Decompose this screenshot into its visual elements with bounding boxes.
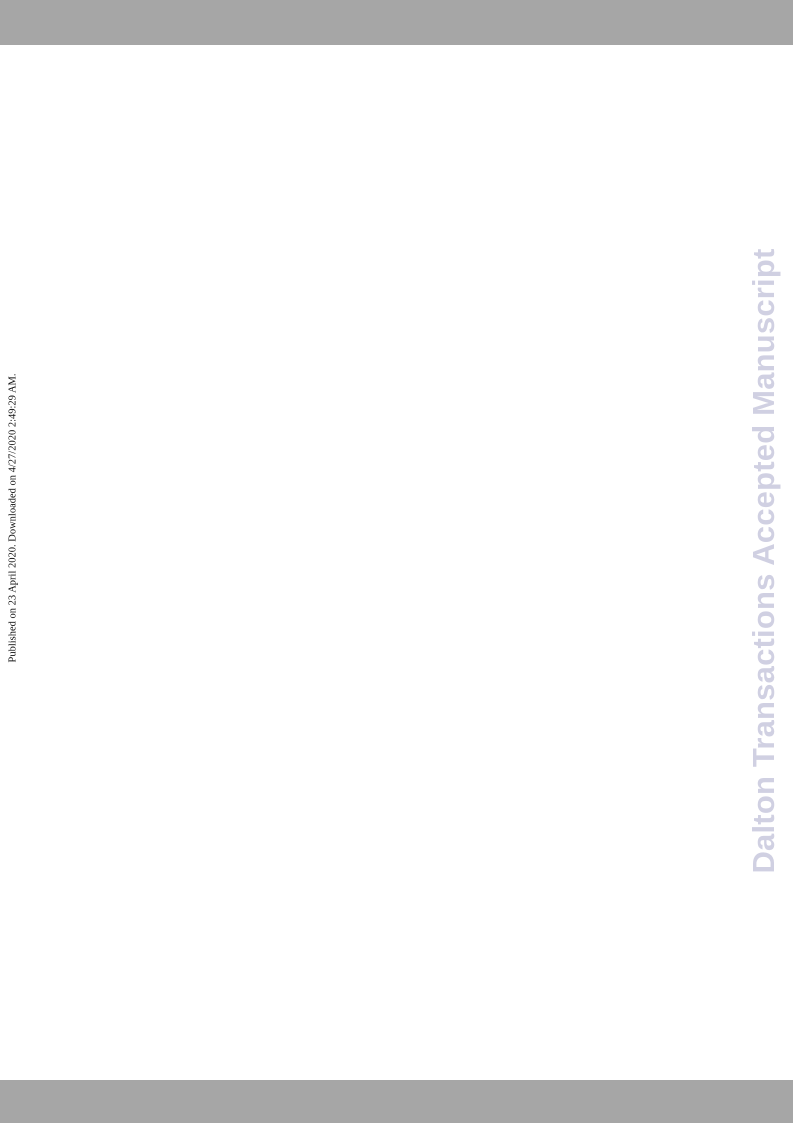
accepted-manuscript-watermark: Dalton Transactions Accepted Manuscript [746, 248, 781, 874]
top-gray-band [0, 0, 793, 45]
bottom-gray-band [0, 1080, 793, 1123]
publication-note: Published on 23 April 2020. Downloaded o… [7, 373, 19, 663]
